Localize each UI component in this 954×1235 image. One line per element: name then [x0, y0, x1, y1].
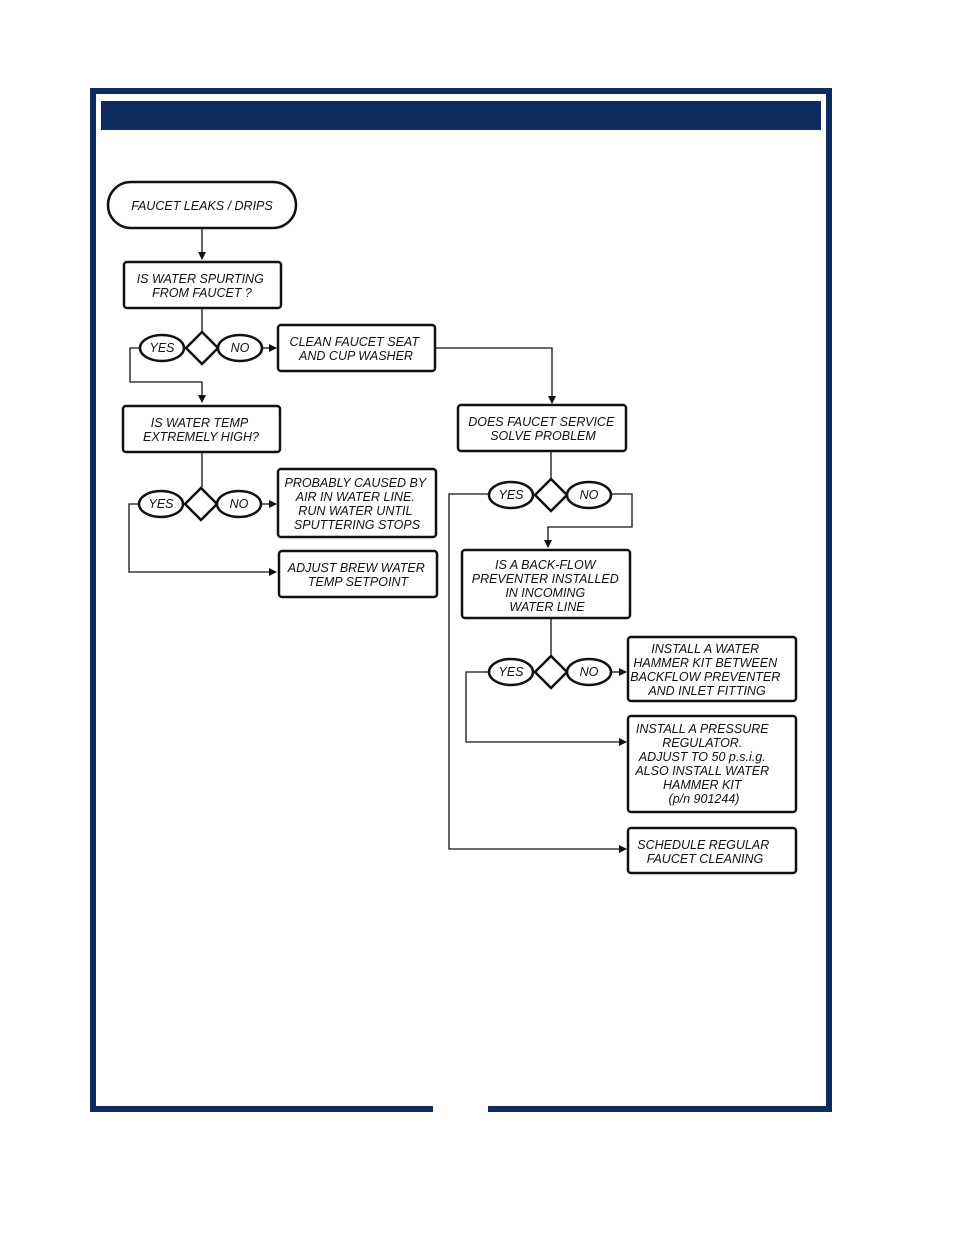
connector-d4-yes-pressure	[465, 671, 627, 746]
decision-3-no-label: NO	[580, 488, 599, 502]
node-q-service-line: DOES FAUCET SERVICE	[468, 415, 615, 429]
svg-text:INSTALL A WATER HAMMER K: INSTALL A WATER HAMMER KIT BETWEEN BACKF…	[630, 642, 784, 698]
decision-3-yes-label: YES	[498, 488, 524, 502]
svg-text:DOES FAUCET SERVICE SOLV: DOES FAUCET SERVICE SOLVE PROBLEM	[468, 415, 618, 443]
node-pressure-line: HAMMER KIT	[663, 778, 743, 792]
svg-text:IS WATER SPURTING FROM F: IS WATER SPURTING FROM FAUCET ?	[137, 272, 268, 300]
node-hammer-line: AND INLET FITTING	[647, 684, 766, 698]
node-q-spurting-line: IS WATER SPURTING	[137, 272, 264, 286]
node-start: FAUCET LEAKS / DRIPS	[106, 180, 298, 230]
decision-4-diamond	[533, 654, 569, 690]
node-hammer-line: INSTALL A WATER	[651, 642, 759, 656]
node-pressure-regulator: INSTALL A PRESSURE REGULATOR. ADJUST TO …	[626, 714, 798, 814]
node-q-spurting: IS WATER SPURTING FROM FAUCET ?	[122, 260, 283, 310]
decision-2: YES NO	[137, 486, 263, 522]
decision-1-diamond	[184, 330, 220, 366]
svg-text:FAUCET LEAKS / DRIPS: FAUCET LEAKS / DRIPS	[131, 199, 273, 213]
svg-text:ADJUST BREW WATER TEMP S: ADJUST BREW WATER TEMP SETPOINT	[287, 561, 429, 589]
node-air-line: SPUTTERING STOPS	[294, 518, 421, 532]
node-air-in-line: PROBABLY CAUSED BY AIR IN WATER LINE. RU…	[276, 467, 438, 539]
node-air-line: AIR IN WATER LINE.	[295, 490, 415, 504]
node-q-service-line: SOLVE PROBLEM	[490, 429, 596, 443]
decision-2-yes-label: YES	[148, 497, 174, 511]
decision-3-yes-oval	[487, 480, 535, 510]
decision-2-no-oval	[215, 489, 263, 519]
decision-1: YES NO	[138, 330, 264, 366]
decision-4-yes-label: YES	[498, 665, 524, 679]
frame-bottom-gap	[433, 1104, 488, 1114]
decision-4-no-oval	[565, 657, 613, 687]
node-backflow-line: WATER LINE	[509, 600, 585, 614]
node-hammer-kit: INSTALL A WATER HAMMER KIT BETWEEN BACKF…	[626, 635, 798, 703]
connector-clean-service	[436, 347, 556, 404]
node-pressure-line: ADJUST TO 50 p.s.i.g.	[638, 750, 766, 764]
decision-4-no-label: NO	[580, 665, 599, 679]
node-backflow-line: IN INCOMING	[505, 586, 585, 600]
svg-text:IS WATER TEMP EXTREMELY: IS WATER TEMP EXTREMELY HIGH?	[143, 416, 259, 444]
decision-2-no-label: NO	[230, 497, 249, 511]
node-air-line: PROBABLY CAUSED BY	[285, 476, 428, 490]
decision-4-yes-oval	[487, 657, 535, 687]
node-schedule-cleaning: SCHEDULE REGULAR FAUCET CLEANING	[626, 826, 798, 875]
decision-1-no-oval	[216, 333, 264, 363]
node-adjust-line: ADJUST BREW WATER	[287, 561, 425, 575]
decision-1-yes-label: YES	[149, 341, 175, 355]
connectors	[128, 228, 633, 853]
node-adjust-line: TEMP SETPOINT	[308, 575, 410, 589]
decision-2-diamond	[183, 486, 219, 522]
connector-d3-no-backflow	[544, 493, 633, 548]
node-clean-seat: CLEAN FAUCET SEAT AND CUP WASHER	[276, 323, 437, 373]
decision-4: YES NO	[487, 654, 613, 690]
decision-3-no-oval	[565, 480, 613, 510]
node-clean-seat-line: CLEAN FAUCET SEAT	[290, 335, 421, 349]
decision-3: YES NO	[487, 477, 613, 513]
node-hammer-line: BACKFLOW PREVENTER	[630, 670, 780, 684]
node-q-backflow: IS A BACK-FLOW PREVENTER INSTALLED IN IN…	[460, 548, 632, 620]
decision-1-no-label: NO	[231, 341, 250, 355]
node-q-service-solve: DOES FAUCET SERVICE SOLVE PROBLEM	[456, 403, 628, 453]
node-clean-seat-line: AND CUP WASHER	[298, 349, 413, 363]
node-air-line: RUN WATER UNTIL	[298, 504, 412, 518]
node-q-temp-high: IS WATER TEMP EXTREMELY HIGH?	[121, 404, 282, 454]
svg-text:CLEAN FAUCET SEAT AND CU: CLEAN FAUCET SEAT AND CUP WASHER	[290, 335, 423, 363]
header-bar	[101, 101, 821, 130]
node-adjust-temp: ADJUST BREW WATER TEMP SETPOINT	[277, 549, 439, 599]
node-pressure-line: ALSO INSTALL WATER	[634, 764, 769, 778]
svg-text:IS A BACK-FLOW PREVENTER: IS A BACK-FLOW PREVENTER INSTALLED IN IN…	[472, 558, 623, 614]
node-start-line: FAUCET LEAKS / DRIPS	[131, 199, 273, 213]
node-backflow-line: IS A BACK-FLOW	[495, 558, 597, 572]
connector-d1-yes-temp	[129, 347, 206, 403]
node-q-temp-line: IS WATER TEMP	[151, 416, 249, 430]
decision-2-yes-oval	[137, 489, 185, 519]
svg-text:INSTALL A PRESSURE REGUL: INSTALL A PRESSURE REGULATOR. ADJUST TO …	[634, 722, 772, 806]
decision-1-yes-oval	[138, 333, 186, 363]
node-schedule-line: SCHEDULE REGULAR	[637, 838, 769, 852]
svg-text:PROBABLY CAUSED BY AIR I: PROBABLY CAUSED BY AIR IN WATER LINE. RU…	[285, 476, 430, 532]
node-backflow-line: PREVENTER INSTALLED	[472, 572, 619, 586]
svg-text:SCHEDULE REGULAR FAUCET: SCHEDULE REGULAR FAUCET CLEANING	[637, 838, 772, 866]
connector-d3-yes-schedule	[448, 493, 627, 853]
node-q-temp-line: EXTREMELY HIGH?	[143, 430, 259, 444]
node-schedule-line: FAUCET CLEANING	[647, 852, 764, 866]
node-pressure-line: (p/n 901244)	[669, 792, 740, 806]
decision-3-diamond	[533, 477, 569, 513]
connector-d2-yes-adjust	[128, 503, 277, 576]
node-pressure-line: REGULATOR.	[662, 736, 742, 750]
node-q-spurting-line: FROM FAUCET ?	[152, 286, 252, 300]
node-pressure-line: INSTALL A PRESSURE	[636, 722, 769, 736]
node-hammer-line: HAMMER KIT BETWEEN	[633, 656, 778, 670]
